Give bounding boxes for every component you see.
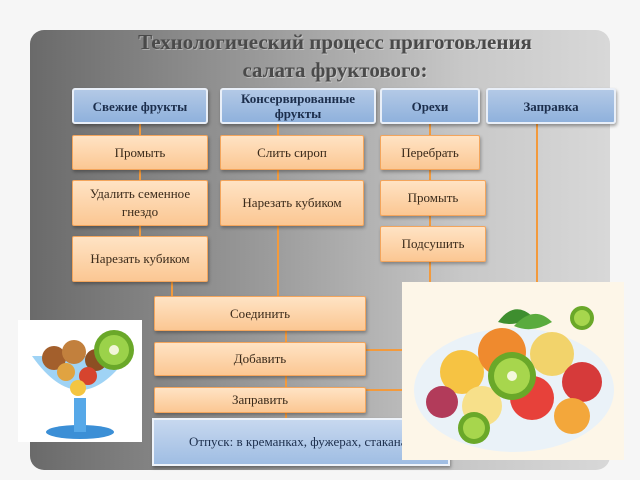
step-nuts-sort: Перебрать [380,135,480,170]
step-combine: Соединить [154,296,366,331]
header-nuts: Орехи [380,88,480,124]
step-fresh-remove-core: Удалить семенное гнездо [72,180,208,226]
serving-box: Отпуск: в креманках, фужерах, стаканах [152,418,450,466]
step-fresh-wash: Промыть [72,135,208,170]
header-dressing: Заправка [486,88,616,124]
step-fresh-dice: Нарезать кубиком [72,236,208,282]
step-canned-dice: Нарезать кубиком [220,180,364,226]
fruit-salad-photo [402,282,624,460]
title-line-1: Технологический процесс приготовления [138,30,532,54]
step-nuts-dry: Подсушить [380,226,486,262]
step-add: Добавить [154,342,366,376]
fruit-dessert-photo [18,320,142,442]
diagram-title: Технологический процесс приготовления са… [100,28,570,84]
step-nuts-wash: Промыть [380,180,486,216]
header-fresh-fruits: Свежие фрукты [72,88,208,124]
title-line-2: салата фруктового: [242,58,428,82]
header-canned-fruits: Консервированные фрукты [220,88,376,124]
step-dress: Заправить [154,387,366,413]
step-canned-drain-syrup: Слить сироп [220,135,364,170]
